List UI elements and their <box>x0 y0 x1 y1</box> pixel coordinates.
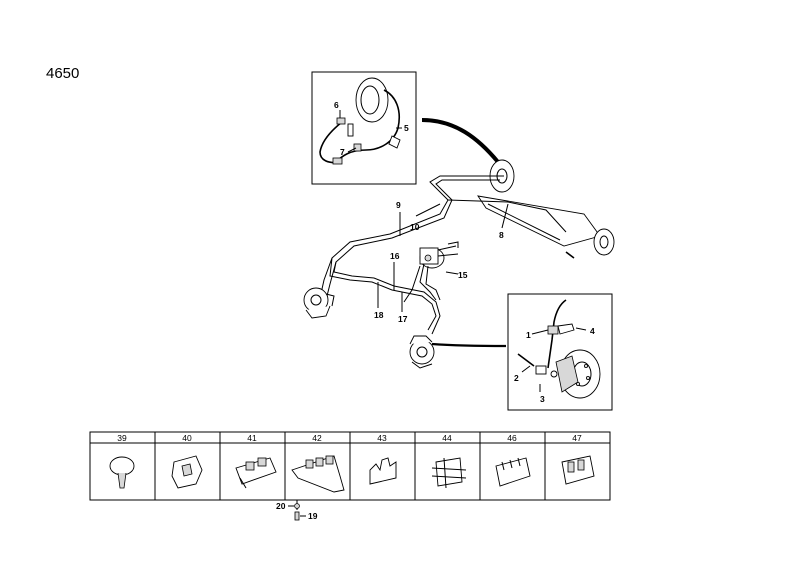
washer-lower <box>550 370 558 378</box>
callout-15: 15 <box>458 270 468 280</box>
clip-46-triple-clip-icon <box>495 457 531 487</box>
callout-6: 6 <box>334 100 339 110</box>
callout-5: 5 <box>404 123 409 133</box>
table-header-42: 42 <box>312 433 322 443</box>
hose-clip <box>353 143 362 152</box>
banjo-bolt <box>517 353 535 367</box>
clip-47-block-clip-icon <box>561 455 595 485</box>
table-header-40: 40 <box>182 433 192 443</box>
callout-1: 1 <box>526 330 531 340</box>
brake-hose <box>335 89 400 163</box>
rear-axle-beam <box>477 195 601 247</box>
rear-hose-detail-inset: 6 5 7 <box>311 71 417 185</box>
callout-16: 16 <box>390 251 400 261</box>
brake-line-mc-out <box>419 263 437 301</box>
table-header-44: 44 <box>442 433 452 443</box>
clip-42-multi-clip-bracket-icon <box>291 455 345 493</box>
washer-20 <box>294 503 300 509</box>
callout-3: 3 <box>540 394 545 404</box>
clip-40-single-clip-icon <box>171 455 203 489</box>
page-code: 4650 <box>46 65 79 82</box>
hose-fitting-upper <box>336 117 346 125</box>
hose-clip-front <box>557 323 575 335</box>
front-flex-hose <box>547 299 567 369</box>
inset-connector-bottom <box>431 342 507 348</box>
bolt-and-washer-below-42: 20 19 <box>276 500 318 521</box>
clip-44-slotted-clip-icon <box>431 457 467 489</box>
clip-43-wave-clip-icon <box>369 457 397 485</box>
front-right-knuckle <box>409 335 435 369</box>
front-caliper-detail-inset: 1 4 2 3 <box>507 293 613 411</box>
callout-19: 19 <box>308 511 318 521</box>
clip-39-push-rivet-icon <box>109 456 135 489</box>
inset-frame-bottom <box>507 293 613 411</box>
callout-9: 9 <box>396 200 401 210</box>
callout-17: 17 <box>398 314 408 324</box>
inset-frame-top <box>311 71 417 185</box>
table-header-47: 47 <box>572 433 582 443</box>
rear-drum-right <box>593 228 615 256</box>
master-cylinder <box>419 241 459 269</box>
table-header-39: 39 <box>117 433 127 443</box>
mounting-bracket <box>347 123 354 137</box>
inset-connector-top <box>421 118 500 164</box>
clip-parts-table: 39 40 41 42 43 44 46 47 <box>89 431 611 501</box>
table-header-41: 41 <box>247 433 257 443</box>
brake-line-main-b <box>333 179 500 335</box>
callout-8: 8 <box>499 230 504 240</box>
table-header-46: 46 <box>507 433 517 443</box>
front-left-knuckle <box>303 287 335 319</box>
callout-20: 20 <box>276 501 286 511</box>
callout-7: 7 <box>340 147 345 157</box>
hose-end-fitting <box>547 325 559 335</box>
callout-2: 2 <box>514 373 519 383</box>
brake-line-rear-cross <box>447 199 567 233</box>
clip-41-double-clip-icon <box>235 457 277 489</box>
callout-4: 4 <box>590 326 595 336</box>
brake-line-main-a <box>329 175 504 331</box>
bolt-19 <box>294 511 300 521</box>
callout-10: 10 <box>410 222 420 232</box>
hose-fitting-lower <box>332 157 343 165</box>
brake-pipe-short <box>319 121 343 164</box>
table-header-43: 43 <box>377 433 387 443</box>
brake-caliper <box>555 355 579 393</box>
callout-18: 18 <box>374 310 384 320</box>
main-brake-line-assembly: 9 10 8 16 15 18 17 <box>303 159 615 369</box>
